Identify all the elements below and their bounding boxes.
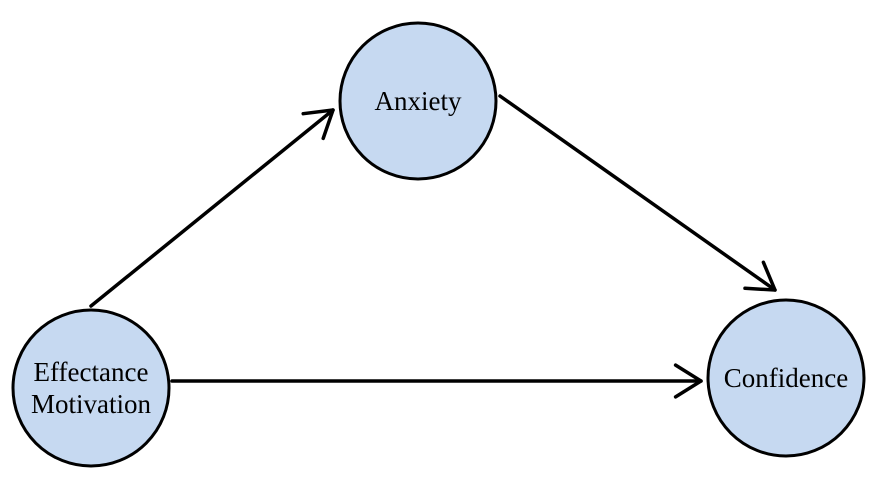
- edge-line: [498, 94, 777, 292]
- node-confidence: Confidence: [706, 298, 866, 458]
- arrowhead-icon: [301, 108, 335, 141]
- arrowhead-icon: [673, 363, 703, 399]
- node-circle: [706, 298, 866, 458]
- node-label: Motivation: [31, 389, 151, 419]
- node-circle: [338, 21, 498, 181]
- arrowhead-icon: [743, 260, 777, 292]
- node-label: Confidence: [724, 363, 848, 393]
- edges-layer: [89, 94, 777, 399]
- node-circle: [11, 308, 171, 468]
- edge-effectance-motivation-to-anxiety: [89, 108, 335, 308]
- edge-anxiety-to-confidence: [498, 94, 777, 292]
- node-anxiety: Anxiety: [338, 21, 498, 181]
- node-label: Anxiety: [375, 86, 462, 116]
- edge-line: [89, 108, 335, 308]
- edge-effectance-motivation-to-confidence: [170, 363, 703, 399]
- node-label: Effectance: [34, 357, 149, 387]
